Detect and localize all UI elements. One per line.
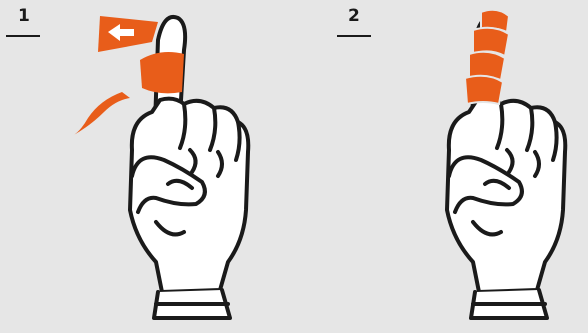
step-2-illustration <box>385 0 588 333</box>
finger-tape-wrapped-icon <box>465 10 509 104</box>
step-1-underline <box>6 35 40 37</box>
step-number-2: 2 <box>348 6 360 26</box>
step-1-illustration <box>60 0 280 333</box>
step-2-underline <box>337 35 371 37</box>
raised-hand-icon-2 <box>447 17 565 318</box>
step-number-1: 1 <box>18 6 30 26</box>
